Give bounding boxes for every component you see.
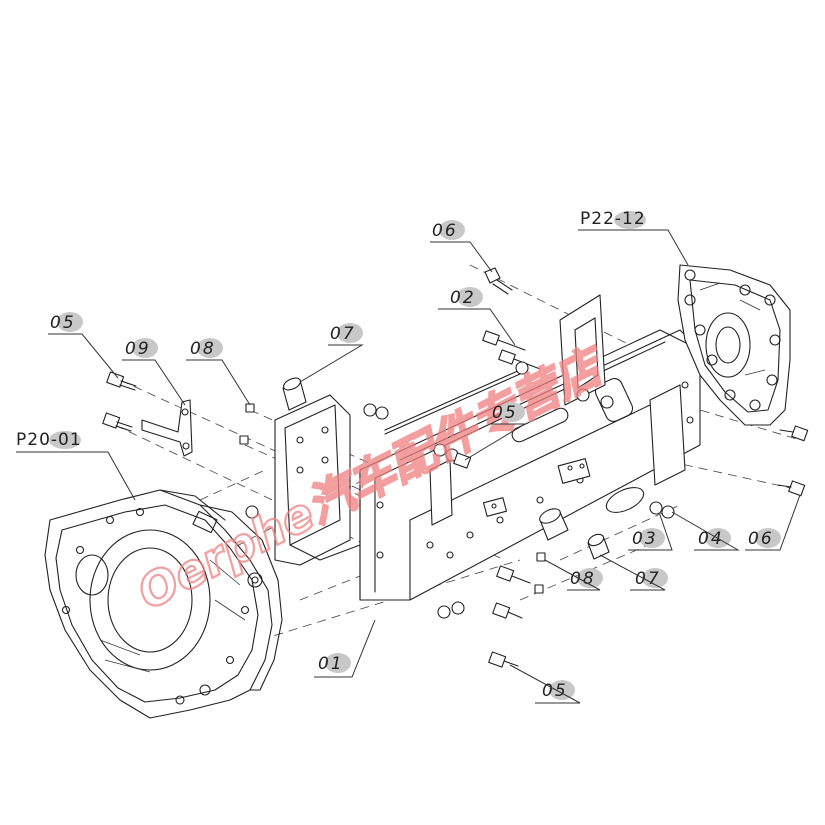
svg-text:02: 02 <box>450 288 476 308</box>
rear-housing-p22-12 <box>677 264 791 426</box>
svg-text:07: 07 <box>330 324 356 344</box>
svg-text:08: 08 <box>190 339 216 359</box>
part-02-bolts <box>482 330 614 409</box>
svg-text:08: 08 <box>570 569 596 589</box>
svg-text:03: 03 <box>632 529 658 549</box>
part-07-bushings <box>282 377 610 560</box>
ref-label-p20-01-text: P20-01 <box>16 430 82 450</box>
svg-text:05: 05 <box>492 403 518 423</box>
callout-05-mid: 05 <box>464 402 527 461</box>
svg-text:06: 06 <box>432 221 458 241</box>
ref-label-p20-01: P20-01 <box>16 430 136 501</box>
callout-08-left: 08 <box>186 338 251 406</box>
bell-housing-p20-01 <box>44 489 283 719</box>
part-05-bolts-bottom <box>453 452 531 668</box>
callout-08-bottom: 08 <box>544 559 603 591</box>
svg-text:06: 06 <box>748 529 774 549</box>
callout-03: 03 <box>628 514 673 551</box>
callout-05-bottom: 05 <box>509 664 581 704</box>
part-nuts-cluster <box>245 403 675 619</box>
svg-text:04: 04 <box>698 529 724 549</box>
ref-label-p22-12: P22-12 <box>578 209 689 266</box>
callout-04: 04 <box>671 511 740 551</box>
callout-07-top: 07 <box>299 323 364 383</box>
svg-text:05: 05 <box>50 313 76 333</box>
callout-05-left: 05 <box>48 312 119 379</box>
part-05-bolts-left <box>102 371 137 432</box>
part-06-bolts-right <box>777 425 809 497</box>
callout-06-right: 06 <box>745 494 801 551</box>
part-08-small-bolts <box>239 403 546 594</box>
callout-01: 01 <box>314 619 376 678</box>
svg-text:07: 07 <box>635 569 661 589</box>
callout-02: 02 <box>438 287 516 346</box>
part-09-bracket <box>141 399 193 457</box>
part-06-bolt-top <box>484 267 513 295</box>
svg-text:09: 09 <box>125 339 151 359</box>
svg-text:01: 01 <box>318 654 344 674</box>
callout-09: 09 <box>122 338 186 406</box>
ref-label-p22-12-text: P22-12 <box>580 209 646 229</box>
callout-07-bottom: 07 <box>599 554 668 591</box>
callout-06-top: 06 <box>430 220 493 273</box>
